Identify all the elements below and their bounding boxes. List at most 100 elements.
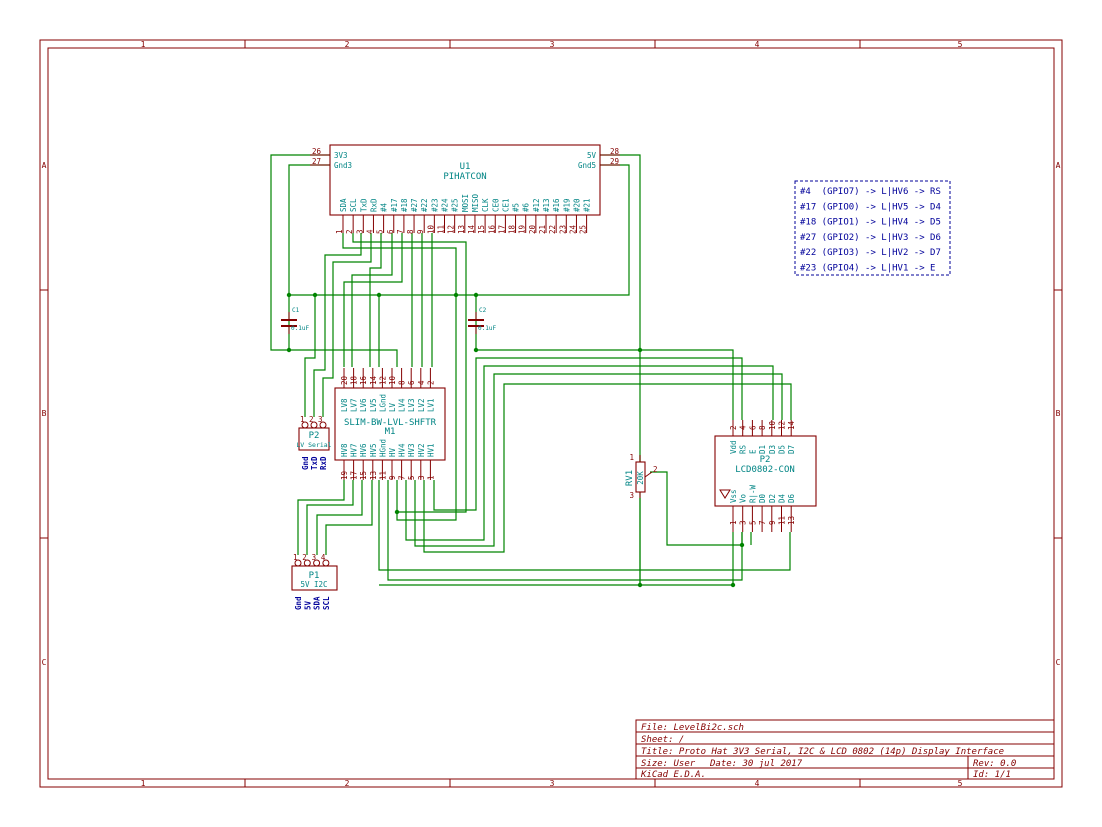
u1-pin-name: 3V3 (334, 151, 348, 160)
zone-right-label: B (1056, 409, 1061, 418)
u1-pin-name: #18 (400, 198, 409, 212)
m1-pin-number: 4 (417, 380, 426, 385)
gpio-mapping-line: #27 (GPIO2) -> L|HV3 -> D6 (800, 233, 941, 243)
u1-pin-name: #13 (542, 198, 551, 212)
lcd-pin-name: RS (739, 444, 748, 454)
tb-sheet: Sheet: / (641, 735, 684, 745)
lv-serial-pin-label: RxD (319, 456, 328, 470)
rv1-pin2: 2 (653, 465, 658, 474)
u1-pin-number: 10 (426, 224, 435, 234)
m1-value: SLIM-BW-LVL-SHFTR (344, 418, 437, 428)
m1-pin-number: 13 (369, 471, 378, 480)
zone-left-label: A (42, 161, 47, 170)
zone-left-label: B (42, 409, 47, 418)
u1-pin-name: #5 (512, 203, 521, 212)
m1-pin-name: LV5 (369, 398, 378, 412)
m1-pin-name: HV7 (350, 443, 359, 457)
m1-pin-name: LGnd (378, 394, 387, 412)
tb-rev: Rev: 0.0 (973, 759, 1016, 769)
gpio-mapping-line: #17 (GPIO0) -> L|HV5 -> D4 (800, 202, 941, 212)
lcd-pin-number: 11 (778, 516, 787, 525)
m1-pin-number: 6 (407, 380, 416, 385)
lcd-pin-number: 3 (739, 520, 748, 525)
u1-pin-name: #4 (380, 202, 389, 212)
u1-pin-number: 25 (579, 225, 588, 234)
lcd-pin-number: 7 (758, 520, 767, 525)
wires (270, 154, 792, 586)
u1-pin-number: 28 (610, 147, 620, 156)
u1-pin-number: 13 (457, 225, 466, 234)
u1-pin-number: 23 (558, 225, 567, 234)
zone-bottom-label: 2 (345, 779, 350, 788)
tb-tool: KiCad E.D.A. (640, 770, 706, 780)
tb-file: File: LevelBi2c.sch (641, 723, 744, 733)
m1-pin-number: 3 (417, 475, 426, 480)
lv-serial-pin-number: 1 (300, 415, 305, 424)
u1-pin-number: 2 (345, 229, 354, 234)
lcd-pin-number: 1 (729, 520, 738, 525)
u1-pin-name: 5V (587, 151, 597, 160)
c1-capacitor[interactable]: C1 0.1uF (281, 307, 309, 334)
lcd-pin-name: Vdd (729, 440, 738, 454)
lcd-pin-name: D4 (778, 493, 787, 503)
u1-pin-number: 8 (406, 229, 415, 234)
u1-pin-name: #23 (430, 198, 439, 212)
u1-pin-name: SDA (339, 198, 348, 212)
rv1-pin3: 3 (629, 491, 634, 500)
zone-right-label: A (1056, 161, 1061, 170)
m1-pin-number: 19 (340, 471, 349, 480)
c1-ref: C1 (292, 307, 300, 314)
tb-id: Id: 1/1 (973, 770, 1011, 780)
u1-pin-number: 3 (355, 229, 364, 234)
m1-level-shifter[interactable]: SLIM-BW-LVL-SHFTR M1 20LV818LV716LV614LV… (334, 368, 446, 480)
lcd-value: LCD0802-CON (735, 465, 795, 475)
m1-ref: M1 (385, 427, 396, 437)
rv1-pin1: 1 (629, 453, 634, 462)
u1-pin-name: #24 (441, 198, 450, 212)
lcd-pin-number: 14 (787, 420, 796, 430)
m1-pin-name: LV6 (359, 398, 368, 412)
lcd-pin-name: D0 (758, 493, 767, 503)
u1-pin-name: RxD (369, 198, 378, 212)
i2c-pin-label: 5V (303, 600, 312, 610)
u1-pin-name: CLK (481, 198, 490, 212)
m1-pin-number: 18 (350, 375, 359, 385)
lcd-pin-name: R|-W (748, 484, 757, 503)
zone-bottom-label: 4 (755, 779, 760, 788)
i2c-pin-number: 4 (321, 553, 326, 562)
u1-pin-name: #27 (410, 198, 419, 212)
u1-pin-number: 16 (487, 224, 496, 234)
u1-pin-number: 29 (610, 157, 619, 166)
c2-capacitor[interactable]: C2 0.1uF (468, 307, 496, 334)
i2c-pin-label: SCL (322, 596, 331, 610)
u1-pin-number: 24 (568, 224, 577, 234)
lcd-pin-number: 5 (748, 520, 757, 525)
u1-pin-number: 14 (467, 224, 476, 234)
i2c-pin-label: SDA (313, 596, 322, 610)
u1-pin-name: SCL (349, 198, 358, 212)
u1-pin-name: #12 (532, 198, 541, 212)
u1-pin-number: 15 (477, 225, 486, 234)
m1-pin-number: 5 (407, 475, 416, 480)
m1-pin-name: LV8 (340, 398, 349, 412)
u1-pin-name: MISO (471, 193, 480, 212)
m1-pin-name: HV5 (369, 443, 378, 457)
lcd-pin-number: 13 (787, 516, 796, 525)
m1-pin-name: HV3 (407, 443, 416, 457)
lcd-pin-name: Vss (729, 489, 738, 503)
lv-serial-pin-number: 3 (318, 415, 323, 424)
rv1-potentiometer[interactable]: RV1 20K 1 2 3 (625, 453, 658, 500)
lcd-pin-number: 4 (739, 425, 748, 430)
ground-symbol-icon (719, 489, 731, 499)
lcd-pin-number: 2 (729, 425, 738, 430)
m1-pin-number: 7 (398, 475, 407, 480)
m1-pin-name: HV8 (340, 443, 349, 457)
lv-serial-ref: P2 (309, 431, 320, 441)
m1-pin-number: 8 (398, 380, 407, 385)
title-block: File: LevelBi2c.sch Sheet: / Title: Prot… (635, 719, 1055, 780)
lcd0802-connector[interactable]: P2 LCD0802-CON 2Vdd4RS6E8D110D312D514D7V… (714, 420, 817, 532)
i2c-pin-number: 2 (302, 553, 307, 562)
